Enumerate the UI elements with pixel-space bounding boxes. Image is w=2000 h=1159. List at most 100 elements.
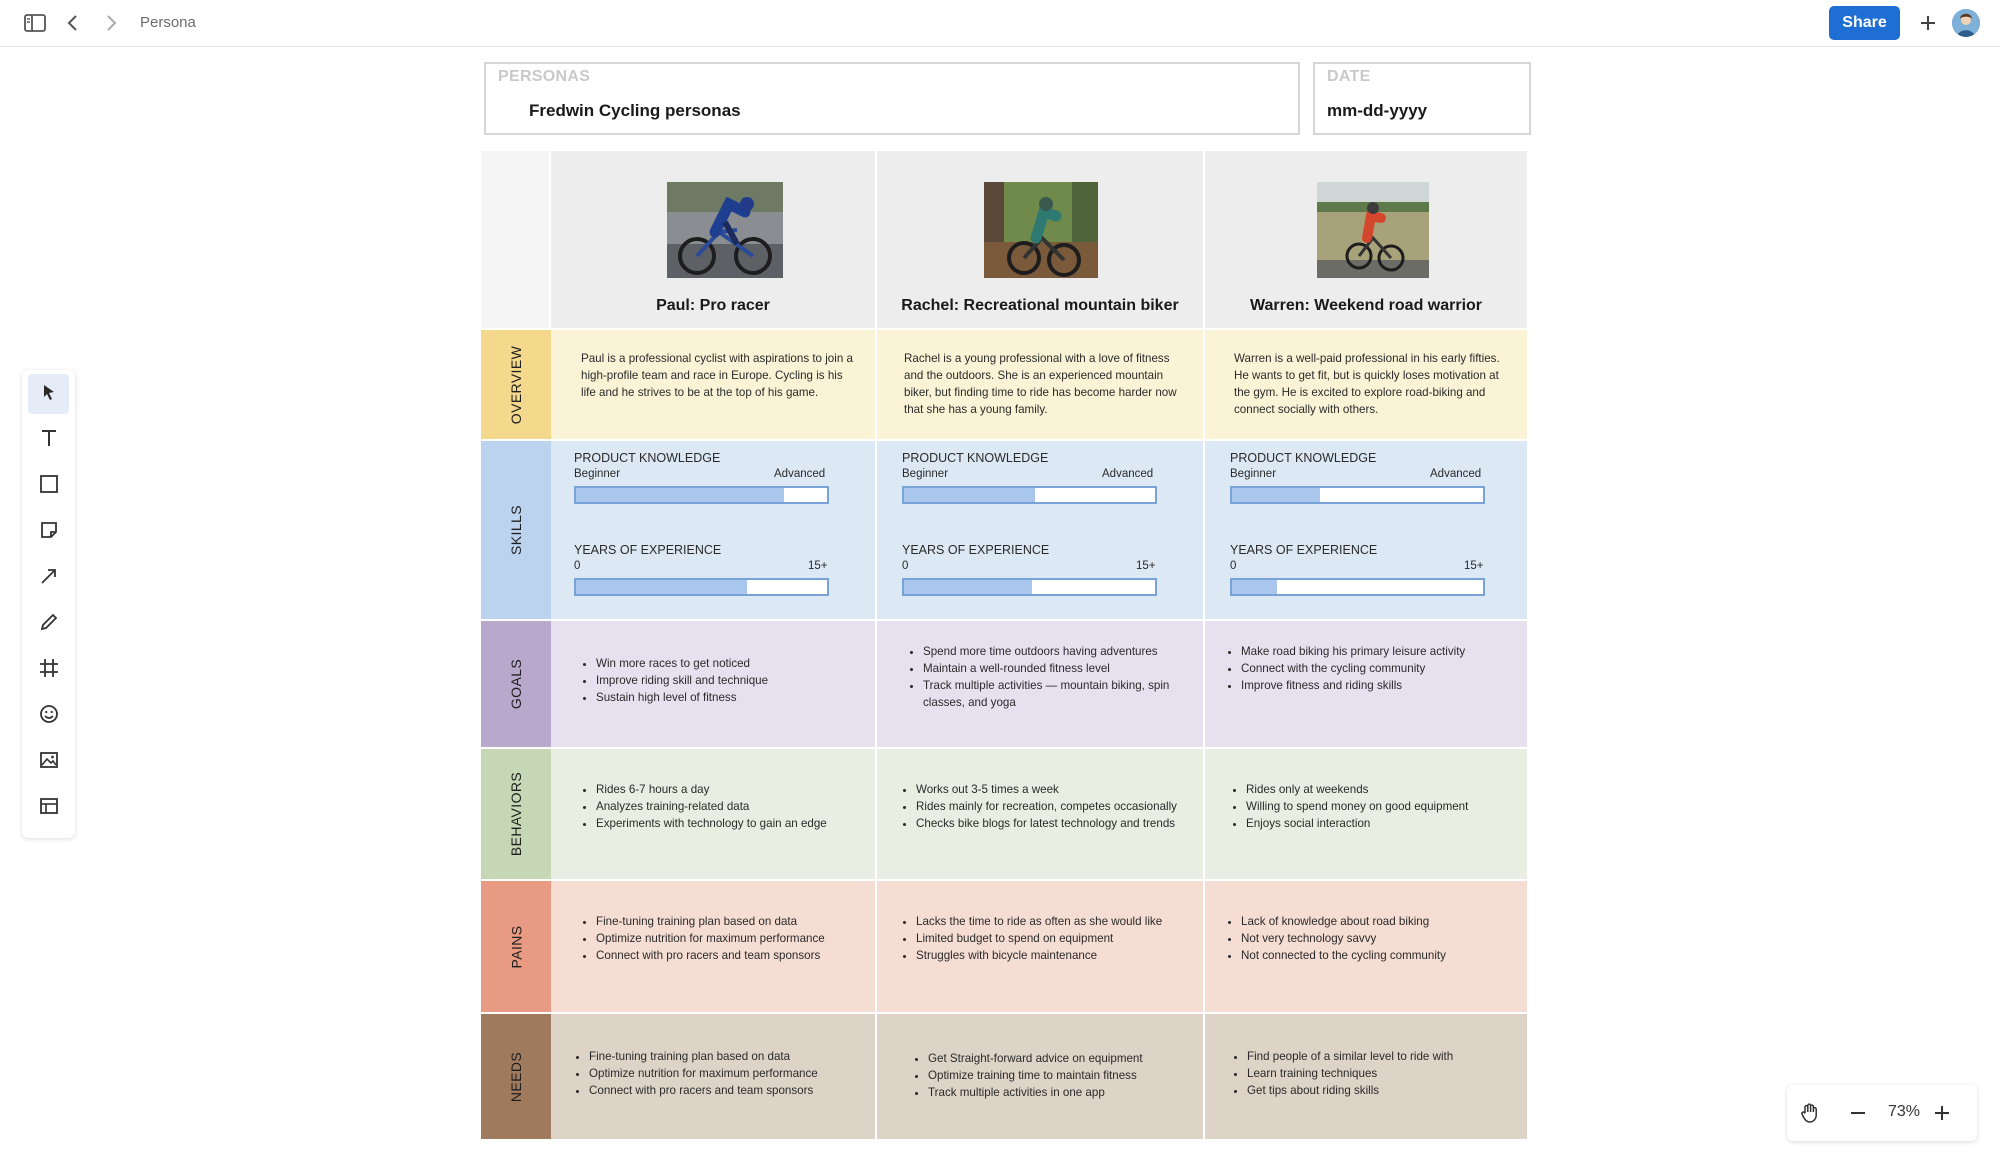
behaviors-cell[interactable]: Rides only at weekendsWilling to spend m… [1205,749,1529,881]
needs-cell[interactable]: Get Straight-forward advice on equipment… [877,1014,1205,1141]
goals-cell[interactable]: Make road biking his primary leisure act… [1205,621,1529,749]
years-experience-label: YEARS OF EXPERIENCE [1230,543,1378,557]
overview-cell[interactable]: Paul is a professional cyclist with aspi… [551,330,877,441]
list-item: Enjoys social interaction [1246,815,1522,832]
years-min-label: 0 [902,560,909,572]
list-item: Find people of a similar level to ride w… [1247,1048,1518,1065]
persona-grid: Paul: Pro racer Rachel: Recreational mou… [481,151,1529,1141]
needs-list: Find people of a similar level to ride w… [1228,1048,1518,1099]
zoom-in-icon[interactable] [1928,1099,1956,1127]
list-item: Connect with pro racers and team sponsor… [596,947,872,964]
list-item: Optimize nutrition for maximum performan… [589,1065,870,1082]
table-tool[interactable] [28,788,69,828]
years-experience-label: YEARS OF EXPERIENCE [574,543,722,557]
persona-header-warren: Warren: Weekend road warrior [1205,151,1529,330]
beginner-label: Beginner [902,468,949,480]
row-label-text: NEEDS [507,1051,524,1102]
needs-cell[interactable]: Find people of a similar level to ride w… [1205,1014,1529,1141]
list-item: Get tips about riding skills [1247,1082,1518,1099]
row-label-pains: PAINS [481,881,551,1014]
pains-list: Fine-tuning training plan based on dataO… [577,913,872,964]
behaviors-list: Rides 6-7 hours a dayAnalyzes training-r… [577,781,872,832]
needs-cell[interactable]: Fine-tuning training plan based on dataO… [551,1014,877,1141]
product-knowledge-label: PRODUCT KNOWLEDGE [902,451,1049,465]
sticky-note-tool[interactable] [28,512,69,552]
list-item: Win more races to get noticed [596,655,867,672]
pains-cell[interactable]: Lacks the time to ride as often as she w… [877,881,1205,1014]
persona-name[interactable]: Rachel: Recreational mountain biker [901,297,1179,314]
list-item: Optimize training time to maintain fitne… [928,1067,1199,1084]
pains-cell[interactable]: Fine-tuning training plan based on dataO… [551,881,877,1014]
years-experience-bar[interactable] [902,578,1157,596]
pains-list: Lacks the time to ride as often as she w… [897,913,1197,964]
years-experience-bar[interactable] [574,578,829,596]
text-tool[interactable] [28,420,69,460]
list-item: Lack of knowledge about road biking [1241,913,1517,930]
row-label-text: PAINS [507,925,524,968]
product-knowledge-bar[interactable] [574,486,829,504]
list-item: Track multiple activities — mountain bik… [923,677,1189,711]
share-button[interactable]: Share [1829,6,1900,40]
goals-list: Make road biking his primary leisure act… [1222,643,1517,694]
pen-tool[interactable] [28,604,69,644]
forward-icon[interactable] [98,10,124,36]
row-label-behaviors: BEHAVIORS [481,749,551,881]
behaviors-list: Works out 3-5 times a weekRides mainly f… [897,781,1202,832]
years-experience-bar[interactable] [1230,578,1485,596]
date-box[interactable]: DATE mm-dd-yyyy [1313,62,1531,135]
personas-title-box[interactable]: PERSONAS Fredwin Cycling personas [484,62,1300,135]
persona-name[interactable]: Warren: Weekend road warrior [1249,297,1483,314]
cursor-icon [40,383,58,406]
row-label-overview: OVERVIEW [481,330,551,441]
product-knowledge-bar[interactable] [1230,486,1485,504]
list-item: Checks bike blogs for latest technology … [916,815,1202,832]
arrow-tool[interactable] [28,558,69,598]
list-item: Get Straight-forward advice on equipment [928,1050,1199,1067]
sticky-note-icon [39,520,59,545]
progress-fill [1232,488,1320,502]
skills-cell: PRODUCT KNOWLEDGE Beginner Advanced YEAR… [877,441,1205,621]
beginner-label: Beginner [1230,468,1277,480]
goals-cell[interactable]: Spend more time outdoors having adventur… [877,621,1205,749]
goals-list: Spend more time outdoors having adventur… [904,643,1189,711]
date-value[interactable]: mm-dd-yyyy [1327,101,1428,120]
rectangle-icon [39,474,59,499]
progress-fill [904,580,1032,594]
list-item: Rides 6-7 hours a day [596,781,872,798]
pains-cell[interactable]: Lack of knowledge about road bikingNot v… [1205,881,1529,1014]
document-title[interactable]: Persona [140,14,196,31]
select-tool[interactable] [28,374,69,414]
product-knowledge-bar[interactable] [902,486,1157,504]
overview-text: Warren is a well-paid professional in hi… [1234,352,1500,416]
overview-text: Rachel is a young professional with a lo… [904,352,1177,416]
list-item: Maintain a well-rounded fitness level [923,660,1189,677]
years-min-label: 0 [574,560,581,572]
years-max-label: 15+ [1464,560,1484,572]
avatar[interactable] [1952,9,1980,37]
zoom-out-icon[interactable] [1844,1099,1872,1127]
sidebar-toggle-icon[interactable] [22,10,48,36]
add-icon[interactable] [1915,10,1941,36]
frame-tool[interactable] [28,650,69,690]
behaviors-cell[interactable]: Works out 3-5 times a weekRides mainly f… [877,749,1205,881]
row-label-text: SKILLS [507,505,524,555]
behaviors-cell[interactable]: Rides 6-7 hours a dayAnalyzes training-r… [551,749,877,881]
product-knowledge-label: PRODUCT KNOWLEDGE [574,451,721,465]
row-label-text: OVERVIEW [508,345,524,424]
list-item: Not very technology savvy [1241,930,1517,947]
row-label-text: BEHAVIORS [508,771,525,857]
rectangle-tool[interactable] [28,466,69,506]
list-item: Lacks the time to ride as often as she w… [916,913,1197,930]
persona-name[interactable]: Paul: Pro racer [656,297,770,314]
row-label-goals: GOALS [481,621,551,749]
emoji-tool[interactable] [28,696,69,736]
list-item: Optimize nutrition for maximum performan… [596,930,872,947]
hand-tool-icon[interactable] [1796,1099,1824,1127]
back-icon[interactable] [60,10,86,36]
overview-cell[interactable]: Rachel is a young professional with a lo… [877,330,1205,441]
overview-cell[interactable]: Warren is a well-paid professional in hi… [1205,330,1529,441]
zoom-level[interactable]: 73% [1888,1103,1921,1120]
image-tool[interactable] [28,742,69,782]
personas-title[interactable]: Fredwin Cycling personas [529,101,741,120]
goals-cell[interactable]: Win more races to get noticedImprove rid… [551,621,877,749]
